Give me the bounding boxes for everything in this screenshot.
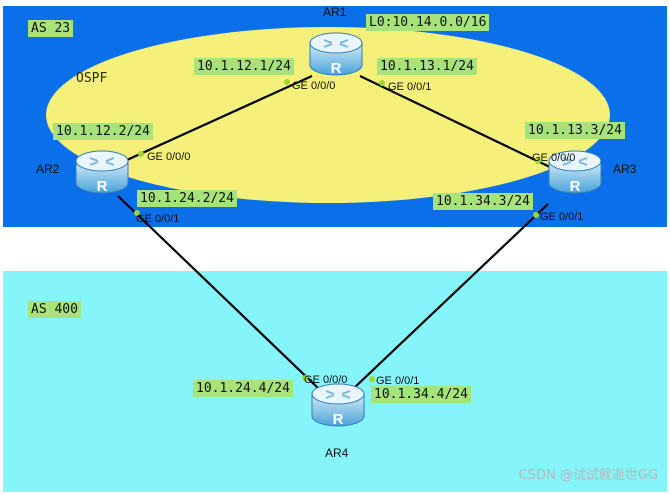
- router-icon: R: [311, 383, 365, 428]
- router-glyph: R: [570, 178, 581, 195]
- router-icon: R: [75, 150, 129, 195]
- port-ar1-ge001: GE 0/0/1: [388, 81, 432, 93]
- ip-ar3-ge001: 10.1.34.3/24: [433, 193, 533, 210]
- as400-zone: [3, 271, 667, 492]
- router-ar4[interactable]: R: [308, 380, 368, 437]
- ospf-label: OSPF: [76, 71, 108, 86]
- port-ar4-ge001: GE 0/0/1: [376, 375, 420, 387]
- port-ar3-ge000: GE 0/0/0: [532, 152, 576, 164]
- port-ar4-ge000: GE 0/0/0: [304, 374, 348, 386]
- ip-ar3-ge000: 10.1.13.3/24: [525, 122, 625, 139]
- port-ar2-ge001: GE 0/0/1: [136, 213, 180, 225]
- router-name-ar4: AR4: [325, 446, 349, 460]
- as23-label: AS 23: [28, 20, 74, 37]
- port-dot: [138, 151, 144, 157]
- ip-ar2-ge001: 10.1.24.2/24: [137, 190, 237, 207]
- link-ar1-ar2: [126, 74, 313, 162]
- port-dot: [379, 80, 385, 86]
- port-dot: [533, 212, 539, 218]
- router-icon: R: [309, 32, 363, 77]
- port-ar3-ge001: GE 0/0/1: [540, 211, 584, 223]
- link-ar1-ar3: [359, 75, 553, 169]
- router-icon: R: [548, 150, 602, 195]
- port-ar1-ge000: GE 0/0/0: [292, 80, 336, 92]
- link-ar3-ar4: [353, 203, 549, 389]
- router-ar3[interactable]: R: [545, 147, 605, 204]
- port-ar2-ge000: GE 0/0/0: [147, 151, 191, 163]
- as400-label: AS 400: [28, 301, 81, 318]
- router-name-ar3: AR3: [613, 162, 637, 176]
- router-glyph: R: [331, 60, 342, 77]
- port-dot: [302, 375, 308, 381]
- port-dot: [134, 210, 140, 216]
- router-name-ar1: AR1: [323, 5, 347, 19]
- ip-ar1-ge001: 10.1.13.1/24: [377, 58, 477, 75]
- ip-ar4-ge000: 10.1.24.4/24: [193, 380, 293, 397]
- loopback-label: L0:10.14.0.0/16: [366, 14, 490, 31]
- ip-ar4-ge001: 10.1.34.4/24: [371, 386, 471, 403]
- port-dot: [369, 376, 375, 382]
- link-ar2-ar4: [117, 195, 319, 389]
- router-ar1[interactable]: R: [306, 29, 366, 86]
- port-dot: [284, 79, 290, 85]
- router-glyph: R: [97, 178, 108, 195]
- router-ar2[interactable]: R: [72, 147, 132, 204]
- port-dot: [535, 158, 541, 164]
- router-glyph: R: [333, 411, 344, 428]
- watermark: CSDN @试试就逝世GG: [518, 468, 658, 483]
- router-name-ar2: AR2: [36, 162, 60, 176]
- ip-ar1-ge000: 10.1.12.1/24: [194, 58, 294, 75]
- ip-ar2-ge000: 10.1.12.2/24: [53, 123, 153, 140]
